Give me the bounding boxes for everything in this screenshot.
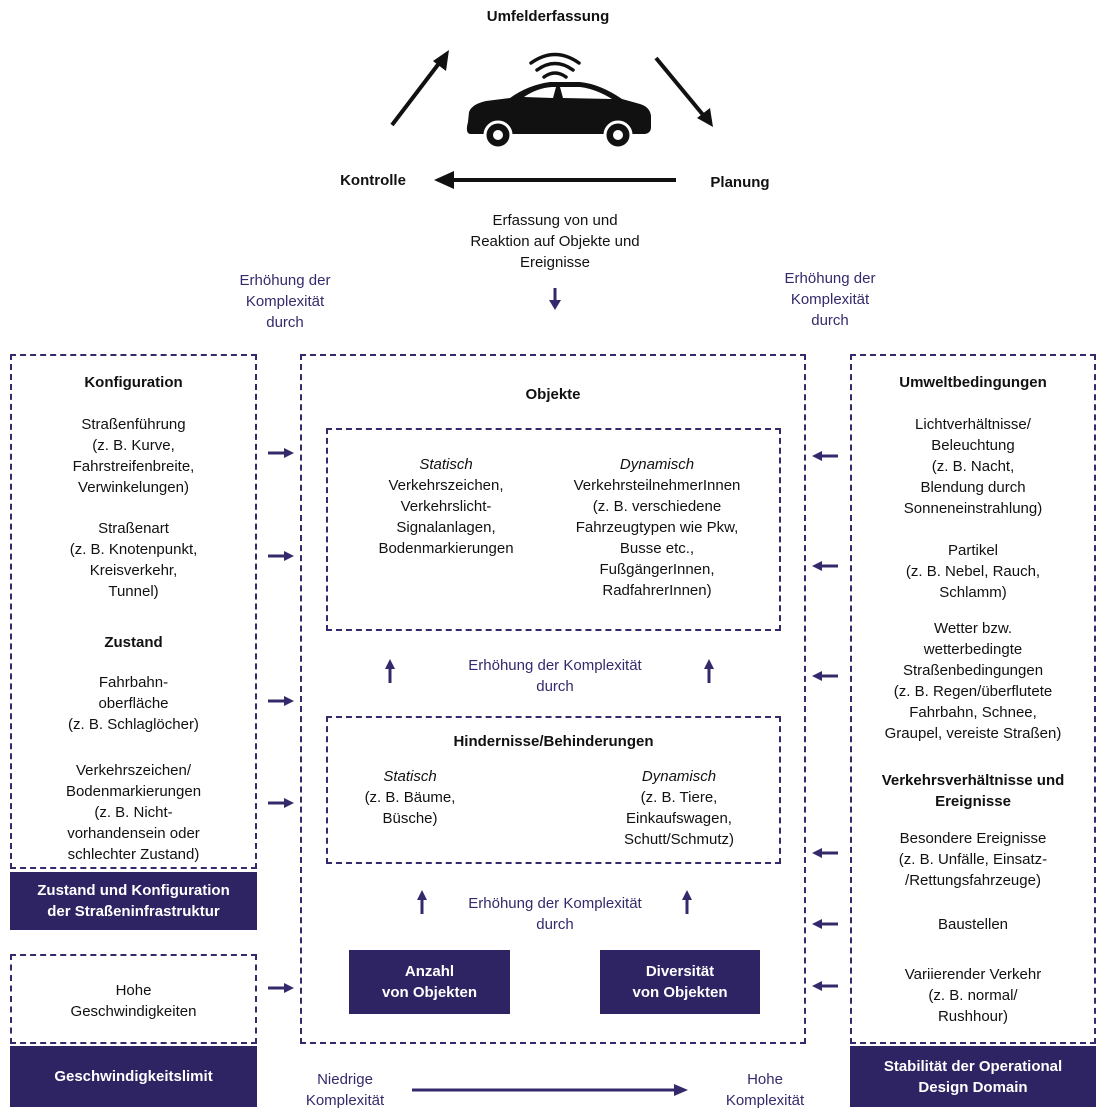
down-arrow-icon bbox=[549, 288, 561, 310]
cycle-label-planning: Planung bbox=[710, 174, 770, 191]
objects-static-text: Verkehrszeichen, Verkehrslicht- Signalan… bbox=[378, 477, 514, 557]
wifi-signal-icon bbox=[529, 52, 581, 79]
cycle-arrow-perception-to-planning bbox=[654, 56, 713, 127]
obstacles-static-label: Statisch bbox=[383, 768, 437, 785]
lighting-item: Lichtverhältnisse/ Beleuchtung (z. B. Na… bbox=[903, 416, 1043, 517]
objects-dynamic-label: Dynamisch bbox=[619, 456, 695, 473]
road-infrastructure-label: Zustand und Konfiguration der Straßeninf… bbox=[10, 872, 257, 930]
object-diversity-box: Diversität von Objekten bbox=[600, 950, 760, 1014]
center-up-arrows bbox=[385, 659, 714, 914]
high-complexity-label: Hohe Komplexität bbox=[725, 1071, 805, 1109]
high-speeds-item: Hohe Geschwindigkeiten bbox=[70, 982, 197, 1020]
speed-limit-label: Geschwindigkeitslimit bbox=[10, 1046, 257, 1107]
construction-item: Baustellen bbox=[937, 916, 1009, 933]
odd-stability-label: Stabilität der Operational Design Domain bbox=[850, 1046, 1096, 1107]
objects-inner-box bbox=[326, 428, 781, 631]
heading-objects: Objekte bbox=[525, 386, 581, 403]
arrow-right-icon bbox=[268, 551, 294, 561]
environment-panel bbox=[850, 354, 1096, 1044]
road-surface-item: Fahrbahn- oberfläche (z. B. Schlaglöcher… bbox=[68, 674, 199, 733]
complexity-caption-left: Erhöhung der Komplexität durch bbox=[239, 272, 331, 331]
cycle-label-perception: Umfelderfassung bbox=[486, 8, 610, 25]
road-infrastructure-panel bbox=[10, 354, 257, 869]
left-arrows bbox=[268, 448, 294, 993]
low-complexity-label: Niedrige Komplexität bbox=[305, 1071, 385, 1109]
cycle-label-control: Kontrolle bbox=[340, 172, 406, 189]
arrow-right-icon bbox=[268, 983, 294, 993]
car-icon bbox=[466, 82, 651, 150]
cycle-center-text: Erfassung von und Reaktion auf Objekte u… bbox=[470, 212, 640, 271]
cycle-arrow-control-to-perception bbox=[390, 50, 449, 127]
road-markings-item: Verkehrszeichen/ Bodenmarkierungen (z. B… bbox=[65, 762, 202, 863]
arrow-left-icon bbox=[812, 981, 838, 991]
arrow-right-icon bbox=[268, 448, 294, 458]
cycle-arrow-planning-to-control bbox=[434, 171, 676, 189]
arrow-up-icon bbox=[385, 659, 395, 683]
obstacles-inner-box bbox=[326, 716, 781, 864]
objects-static-label: Statisch bbox=[419, 456, 473, 473]
objects-panel bbox=[300, 354, 806, 1044]
arrow-up-icon bbox=[417, 890, 427, 914]
speed-panel bbox=[10, 954, 257, 1044]
arrow-right-icon bbox=[268, 696, 294, 706]
complexity-caption-right: Erhöhung der Komplexität durch bbox=[784, 270, 876, 329]
complexity-scale-arrow bbox=[412, 1084, 688, 1096]
heading-condition: Zustand bbox=[104, 634, 163, 651]
arrow-left-icon bbox=[812, 848, 838, 858]
arrow-left-icon bbox=[812, 561, 838, 571]
weather-item: Wetter bzw. wetterbedingte Straßenbeding… bbox=[884, 620, 1062, 742]
special-events-item: Besondere Ereignisse (z. B. Unfälle, Ein… bbox=[898, 830, 1048, 889]
obstacles-dynamic-text: (z. B. Tiere, Einkaufswagen, Schutt/Schm… bbox=[623, 789, 735, 848]
road-type-item: Straßenart (z. B. Knotenpunkt, Kreisverk… bbox=[69, 520, 198, 600]
complexity-caption-center-1: Erhöhung der Komplexität durch bbox=[468, 657, 642, 695]
obstacles-dynamic-label: Dynamisch bbox=[641, 768, 717, 785]
objects-dynamic-text: VerkehrsteilnehmerInnen (z. B. verschied… bbox=[573, 477, 741, 599]
obstacles-static-text: (z. B. Bäume, Büsche) bbox=[364, 789, 456, 827]
object-count-box: Anzahl von Objekten bbox=[349, 950, 510, 1014]
right-arrows bbox=[812, 451, 838, 991]
particles-item: Partikel (z. B. Nebel, Rauch, Schlamm) bbox=[905, 542, 1041, 601]
arrow-right-icon bbox=[268, 798, 294, 808]
heading-obstacles: Hindernisse/Behinderungen bbox=[453, 733, 654, 750]
complexity-caption-center-2: Erhöhung der Komplexität durch bbox=[468, 895, 642, 933]
varying-traffic-item: Variierender Verkehr (z. B. normal/ Rush… bbox=[904, 966, 1042, 1025]
arrow-left-icon bbox=[812, 671, 838, 681]
arrow-left-icon bbox=[812, 919, 838, 929]
arrow-left-icon bbox=[812, 451, 838, 461]
arrow-up-icon bbox=[704, 659, 714, 683]
arrow-up-icon bbox=[682, 890, 692, 914]
heading-configuration: Konfiguration bbox=[84, 374, 183, 391]
heading-environment: Umweltbedingungen bbox=[899, 374, 1047, 391]
road-layout-item: Straßenführung (z. B. Kurve, Fahrstreife… bbox=[72, 416, 195, 496]
heading-traffic: Verkehrsverhältnisse und Ereignisse bbox=[881, 772, 1065, 810]
